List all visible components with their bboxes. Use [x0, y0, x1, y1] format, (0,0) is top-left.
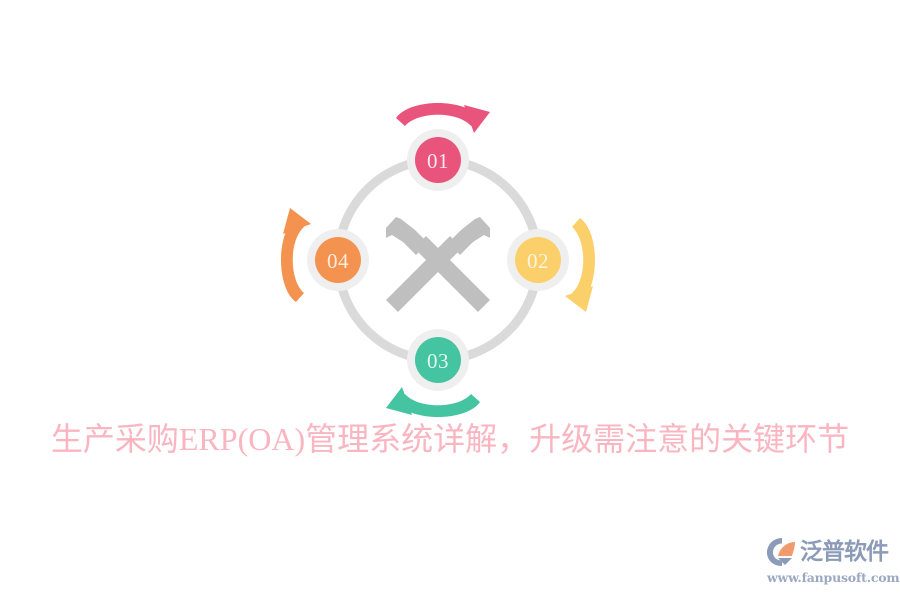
- cycle-node-01[interactable]: 01: [407, 129, 469, 191]
- arrow-left-icon: [281, 208, 311, 302]
- node-03-disc: [415, 337, 461, 383]
- cycle-diagram: 01 02 03 04: [268, 80, 608, 420]
- brand-logo[interactable]: 泛普软件 www.fanpusoft.com: [766, 535, 900, 591]
- arrow-bottom-icon: [386, 387, 480, 417]
- node-04-disc: [315, 237, 361, 283]
- page-title: 生产采购ERP(OA)管理系统详解，升级需注意的关键环节: [50, 421, 850, 457]
- crossed-hammers-icon: [386, 217, 490, 312]
- node-01-disc: [415, 137, 461, 183]
- cycle-node-04[interactable]: 04: [307, 229, 369, 291]
- node-03-label: 03: [427, 349, 449, 373]
- node-01-label: 01: [427, 149, 449, 173]
- brand-name: 泛普软件: [800, 539, 889, 565]
- fanpu-logo-mark: [767, 538, 795, 566]
- node-04-label: 04: [327, 249, 349, 273]
- cycle-node-02[interactable]: 02: [507, 229, 569, 291]
- cycle-node-03[interactable]: 03: [407, 329, 469, 391]
- node-02-label: 02: [527, 249, 549, 273]
- brand-url: www.fanpusoft.com: [767, 570, 900, 585]
- node-02-disc: [515, 237, 561, 283]
- arrow-right-icon: [565, 218, 595, 312]
- arrow-top-icon: [396, 103, 490, 133]
